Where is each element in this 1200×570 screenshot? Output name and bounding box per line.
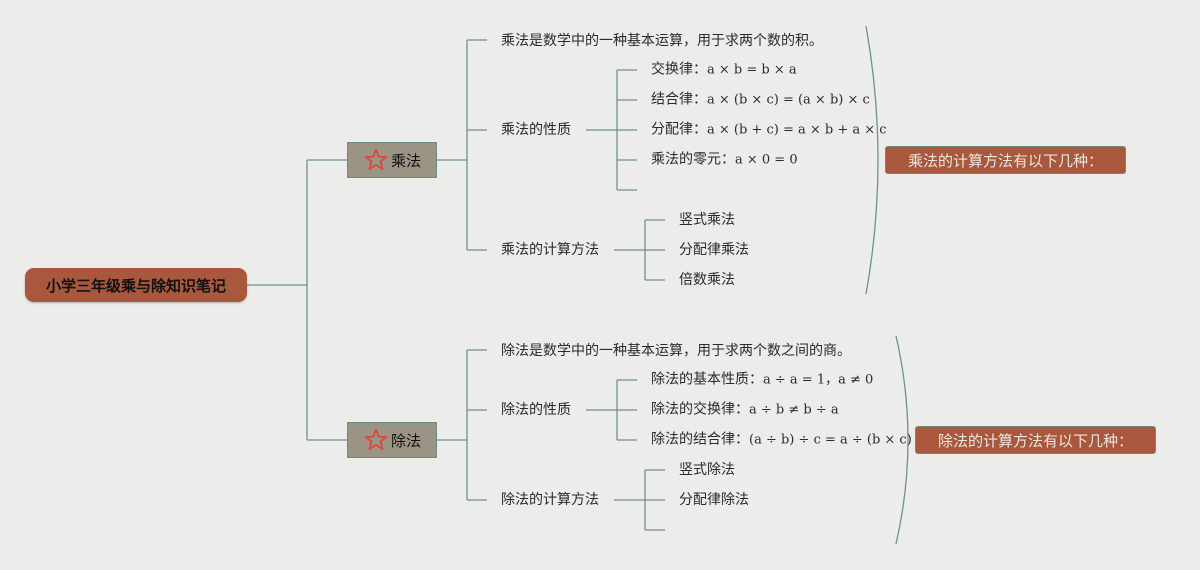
multiply-method-item[interactable]: 倍数乘法 [679, 272, 735, 288]
divide-method-item[interactable]: 分配律除法 [679, 492, 749, 508]
multiply-property-distributive[interactable]: 分配律：a × (b + c) = a × b + a × c [651, 121, 887, 138]
branch-multiply-label: 乘法 [390, 151, 421, 170]
multiply-definition[interactable]: 乘法是数学中的一种基本运算，用于求两个数的积。 [501, 33, 823, 49]
divide-property-commutative[interactable]: 除法的交换律：a ÷ b ≠ b ÷ a [651, 401, 839, 418]
multiply-summary[interactable]: 乘法的计算方法有以下几种： [885, 146, 1126, 174]
divide-definition[interactable]: 除法是数学中的一种基本运算，用于求两个数之间的商。 [501, 343, 851, 359]
divide-method-item[interactable]: 竖式除法 [679, 462, 735, 478]
multiply-method-item[interactable]: 竖式乘法 [679, 212, 735, 228]
root-title: 小学三年级乘与除知识笔记 [45, 276, 226, 295]
multiply-properties-node[interactable]: 乘法的性质 [501, 122, 571, 138]
multiply-property-zero[interactable]: 乘法的零元：a × 0 = 0 [651, 151, 798, 168]
star-icon [364, 428, 388, 450]
root-node[interactable]: 小学三年级乘与除知识笔记 [25, 268, 247, 302]
branch-divide[interactable]: 除法 [347, 422, 437, 458]
divide-summary[interactable]: 除法的计算方法有以下几种： [915, 426, 1156, 454]
divide-property-associative[interactable]: 除法的结合律：(a ÷ b) ÷ c = a ÷ (b × c) [651, 431, 912, 448]
star-icon [364, 148, 388, 170]
divide-methods-node[interactable]: 除法的计算方法 [501, 492, 599, 508]
branch-multiply[interactable]: 乘法 [347, 142, 437, 178]
multiply-method-item[interactable]: 分配律乘法 [679, 242, 749, 258]
multiply-property-commutative[interactable]: 交换律：a × b = b × a [651, 61, 797, 78]
multiply-methods-node[interactable]: 乘法的计算方法 [501, 242, 599, 258]
multiply-property-associative[interactable]: 结合律：a × (b × c) = (a × b) × c [651, 91, 870, 108]
divide-property-basic[interactable]: 除法的基本性质：a ÷ a = 1，a ≠ 0 [651, 371, 874, 388]
divide-properties-node[interactable]: 除法的性质 [501, 402, 571, 418]
branch-divide-label: 除法 [390, 431, 421, 450]
